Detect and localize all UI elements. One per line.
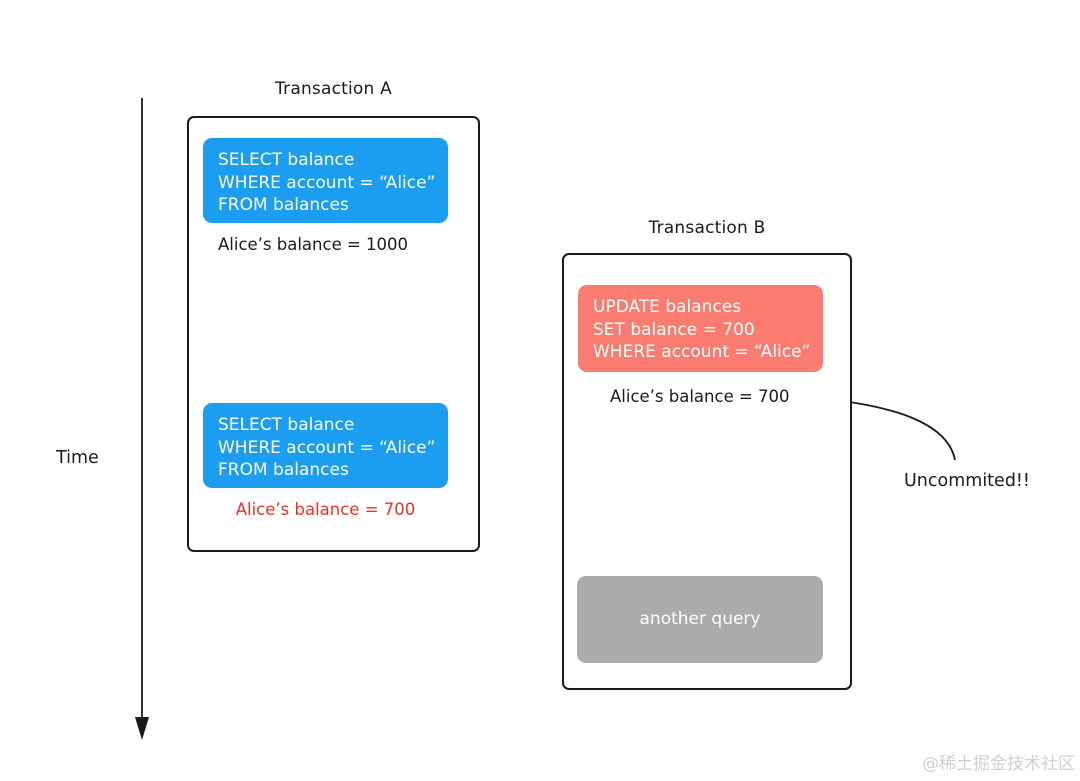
sql-line: WHERE account = “Alice” <box>218 172 436 193</box>
sql-line: FROM balances <box>218 195 349 215</box>
time-arrow <box>135 98 149 740</box>
balance-result-1000: Alice’s balance = 1000 <box>218 235 409 254</box>
sql-line: WHERE account = “Alice” <box>593 342 811 362</box>
sql-line: FROM balances <box>218 460 349 480</box>
select-query-box-1: SELECT balance WHERE account = “Alice” F… <box>203 138 448 223</box>
update-query-box: UPDATE balances SET balance = 700 WHERE … <box>578 285 823 372</box>
another-query-label: another query <box>639 609 761 630</box>
transaction-a-title: Transaction A <box>275 79 392 99</box>
dirty-read-result-700: Alice’s balance = 700 <box>235 500 416 519</box>
balance-result-700: Alice’s balance = 700 <box>610 387 790 406</box>
transaction-b-title: Transaction B <box>648 218 766 238</box>
time-label: Time <box>56 448 99 468</box>
sql-line: SELECT balance <box>218 150 355 170</box>
uncommitted-annotation: Uncommited!! <box>904 471 1030 491</box>
select-query-box-2: SELECT balance WHERE account = “Alice” F… <box>203 403 448 488</box>
sql-line: SELECT balance <box>218 415 355 435</box>
another-query-box: another query <box>577 576 823 663</box>
sql-line: UPDATE balances <box>593 297 742 317</box>
sql-line: SET balance = 700 <box>593 319 755 340</box>
sql-line: WHERE account = “Alice” <box>218 437 436 458</box>
watermark: @稀土掘金技术社区 <box>922 754 1075 774</box>
